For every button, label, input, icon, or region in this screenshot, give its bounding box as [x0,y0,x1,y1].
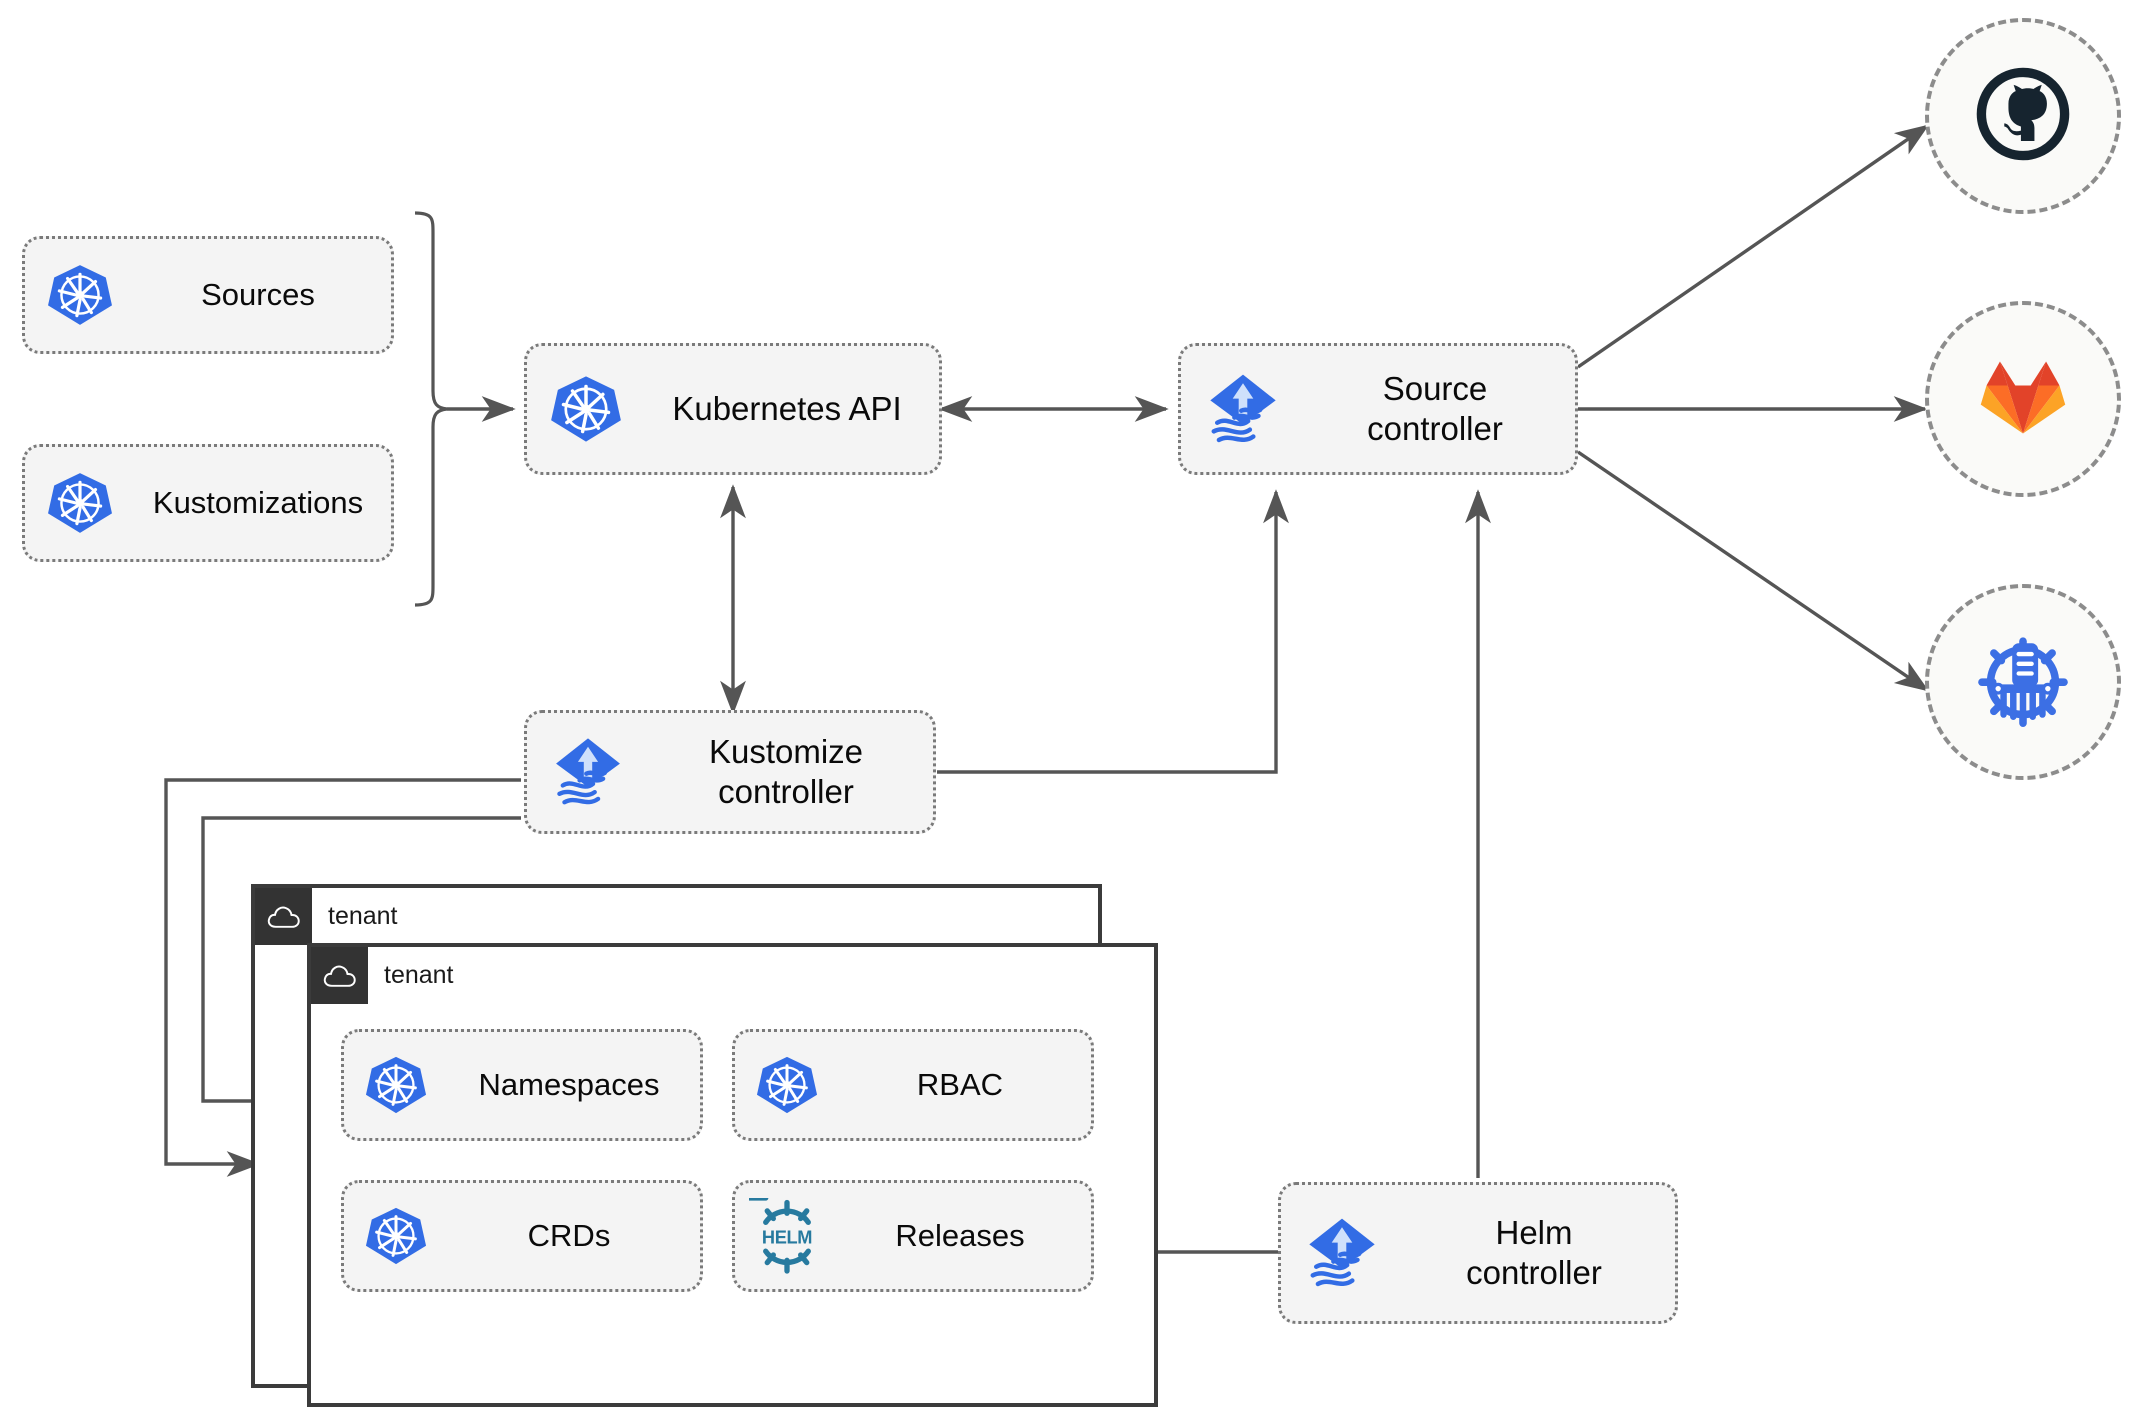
wire-source-to-github [1577,124,1930,369]
node-kubernetes-api-label: Kubernetes API [672,389,902,427]
tenant-inner-label: tenant [384,961,454,989]
node-kustomizations[interactable]: Kustomizations [22,444,394,562]
node-source-controller-label: Source controller [1367,369,1503,447]
provider-gitlab[interactable] [1925,301,2121,497]
node-source-controller[interactable]: Source controller [1178,343,1578,475]
node-kustomize-controller-label: Kustomize controller [708,732,864,810]
node-releases[interactable]: HELM Releases [732,1180,1094,1292]
gitlab-icon [1975,349,2071,450]
node-sources-label: Sources [201,277,315,313]
kubernetes-icon [344,1205,448,1267]
node-kustomize-controller[interactable]: Kustomize controller [524,710,936,834]
node-rbac-label: RBAC [916,1067,1004,1103]
cloud-icon [255,888,312,945]
kubernetes-icon [735,1054,839,1116]
svg-text:HELM: HELM [762,1227,812,1248]
tenant-box-inner[interactable]: tenant [307,943,1158,1407]
flux-icon [1281,1210,1403,1296]
kubernetes-icon [25,470,135,536]
provider-helm-repository[interactable] [1925,584,2121,780]
kubernetes-icon [344,1054,448,1116]
github-icon [1971,62,2075,171]
tenant-inner-header: tenant [311,947,454,1004]
flux-icon [1181,366,1305,452]
wire-kustomize-to-source [937,489,1289,774]
node-kustomizations-label: Kustomizations [152,485,364,521]
cloud-icon [311,947,368,1004]
helm-icon [1969,626,2077,739]
node-crds-label: CRDs [527,1218,611,1254]
node-kubernetes-api[interactable]: Kubernetes API [524,343,942,475]
node-rbac[interactable]: RBAC [732,1029,1094,1141]
helm-wordmark-icon: HELM [735,1198,839,1274]
node-sources[interactable]: Sources [22,236,394,354]
node-helm-controller[interactable]: Helm controller [1278,1182,1678,1324]
node-helm-controller-label: Helm controller [1466,1213,1602,1291]
kubernetes-icon [25,262,135,328]
flux-icon [527,730,649,814]
node-crds[interactable]: CRDs [341,1180,703,1292]
bracket-sources-kustomizations [414,211,448,607]
node-namespaces[interactable]: Namespaces [341,1029,703,1141]
wire-source-to-helmrepo [1577,450,1930,692]
kubernetes-icon [527,373,645,445]
node-namespaces-label: Namespaces [478,1067,660,1103]
tenant-outer-label: tenant [328,902,398,930]
node-releases-label: Releases [895,1218,1025,1254]
tenant-outer-header: tenant [255,888,398,945]
provider-github[interactable] [1925,18,2121,214]
